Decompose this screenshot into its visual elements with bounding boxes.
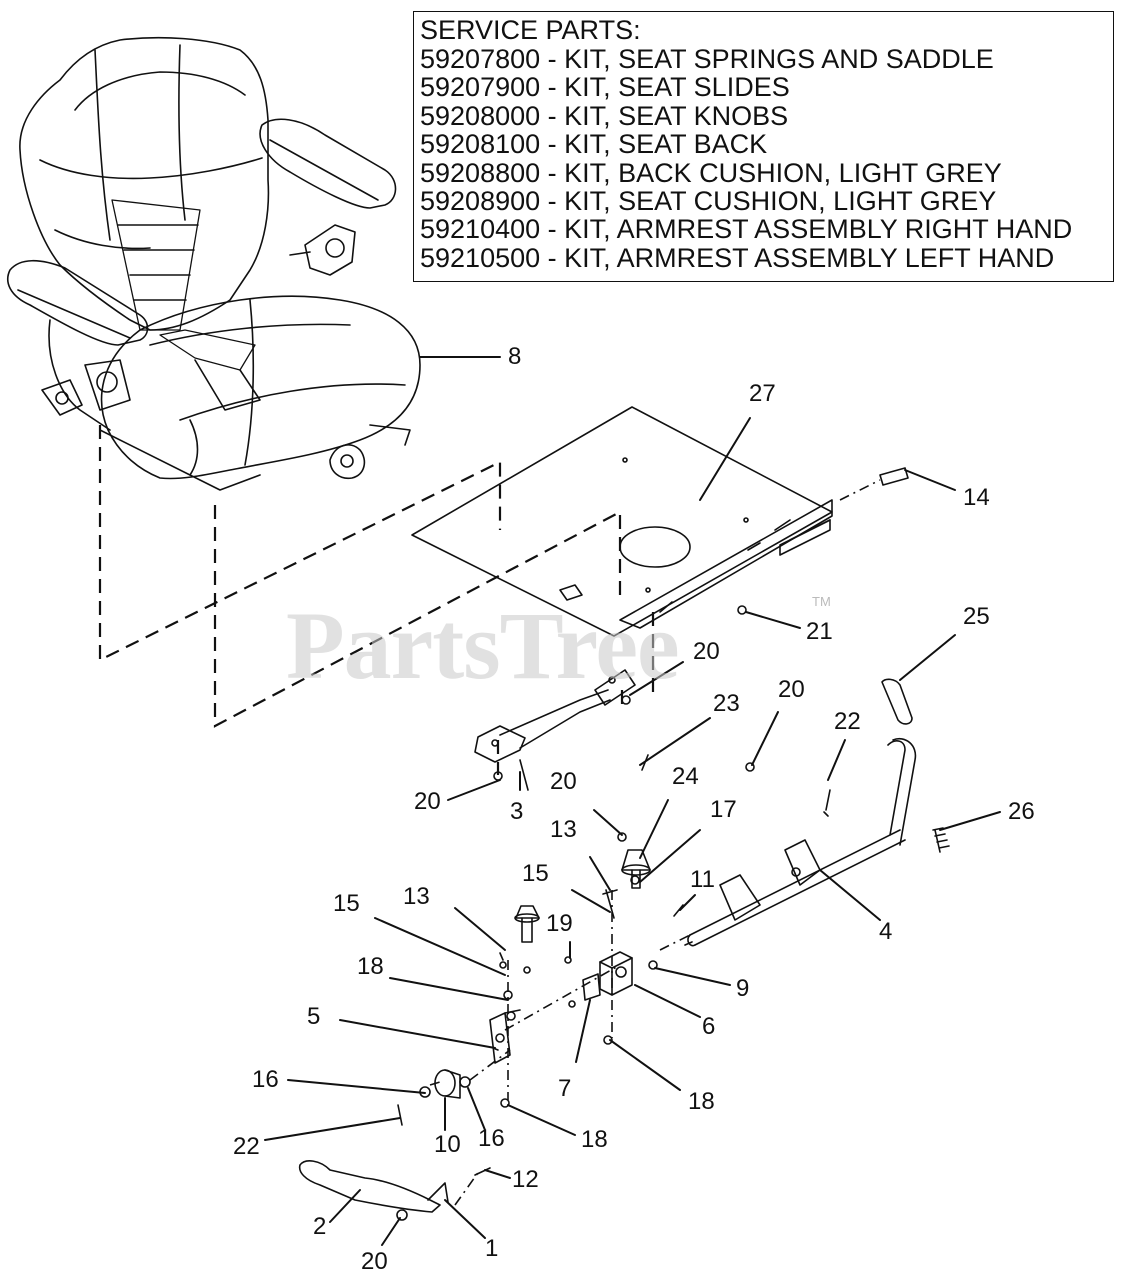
callout-12: 12: [512, 1166, 539, 1193]
service-parts-list: 59207800 - KIT, SEAT SPRINGS AND SADDLE …: [420, 44, 1073, 273]
callout-20: 20: [414, 788, 441, 815]
callout-14: 14: [963, 484, 990, 511]
callout-22: 22: [834, 708, 861, 735]
callout-2: 2: [313, 1213, 327, 1240]
callout-16: 16: [478, 1125, 505, 1152]
service-part-item: 59208000 - KIT, SEAT KNOBS: [420, 100, 789, 131]
callout-24: 24: [672, 763, 699, 790]
callout-3: 3: [510, 798, 524, 825]
callout-18: 18: [581, 1126, 608, 1153]
callout-20: 20: [693, 638, 720, 665]
service-part-item: 59208100 - KIT, SEAT BACK: [420, 129, 768, 160]
service-parts-box: SERVICE PARTS: 59207800 - KIT, SEAT SPRI…: [413, 11, 1114, 282]
dash-dot-lines: [429, 479, 881, 1206]
callout-19: 19: [546, 910, 573, 937]
callout-20: 20: [778, 676, 805, 703]
callout-4: 4: [879, 918, 893, 945]
callout-16: 16: [252, 1066, 279, 1093]
pivot-shaft-drawing: [687, 738, 917, 947]
callout-1: 1: [485, 1235, 499, 1262]
callout-20: 20: [361, 1248, 388, 1275]
callout-23: 23: [713, 690, 740, 717]
service-part-item: 59208900 - KIT, SEAT CUSHION, LIGHT GREY: [420, 186, 997, 217]
callout-5: 5: [307, 1003, 321, 1030]
callout-10: 10: [434, 1131, 461, 1158]
service-part-item: 59210500 - KIT, ARMREST ASSEMBLY LEFT HA…: [420, 242, 1055, 273]
callout-8: 8: [508, 343, 522, 370]
service-part-item: 59207900 - KIT, SEAT SLIDES: [420, 72, 790, 103]
hardware-drawing: [396, 467, 909, 1221]
callout-22: 22: [233, 1133, 260, 1160]
callout-26: 26: [1008, 798, 1035, 825]
leader-lines: [264, 356, 1001, 1246]
pedal-2-drawing: [298, 1160, 441, 1213]
bushing-drawing: [514, 849, 651, 943]
callout-15: 15: [522, 860, 549, 887]
partstree-watermark: PartsTree: [286, 592, 680, 699]
alignment-lines: [98, 425, 655, 775]
trademark-symbol: TM: [812, 594, 831, 609]
callout-17: 17: [710, 796, 737, 823]
callout-11: 11: [690, 866, 715, 893]
callout-9: 9: [736, 975, 750, 1002]
bracket-6-drawing: [582, 951, 633, 1001]
callout-18: 18: [357, 953, 384, 980]
pin-22-upper-drawing: [823, 789, 831, 817]
service-part-item: 59210400 - KIT, ARMREST ASSEMBLY RIGHT H…: [420, 214, 1073, 245]
callout-15: 15: [333, 890, 360, 917]
service-part-item: 59207800 - KIT, SEAT SPRINGS AND SADDLE: [420, 44, 994, 74]
callout-7: 7: [558, 1075, 572, 1102]
callout-6: 6: [702, 1013, 716, 1040]
callout-18: 18: [688, 1088, 715, 1115]
bracket-5-drawing: [489, 1009, 521, 1064]
handle-25-drawing: [881, 678, 913, 725]
spring-26-drawing: [932, 827, 950, 853]
callout-13: 13: [403, 883, 430, 910]
service-part-item: 59208800 - KIT, BACK CUSHION, LIGHT GREY: [420, 157, 1002, 188]
callout-21: 21: [806, 618, 833, 645]
callout-13: 13: [550, 816, 577, 843]
callout-20: 20: [550, 768, 577, 795]
callout-27: 27: [749, 380, 776, 407]
service-parts-title: SERVICE PARTS:: [420, 15, 641, 45]
callout-25: 25: [963, 603, 990, 630]
seat-assembly-drawing: [6, 36, 421, 491]
